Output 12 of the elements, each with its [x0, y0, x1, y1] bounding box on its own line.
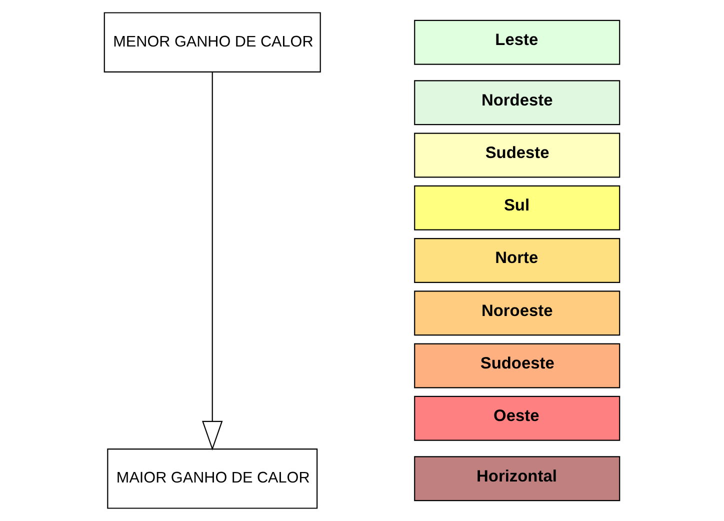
arrow [202, 72, 223, 451]
node-box: Horizontal [414, 456, 620, 502]
node-box: Leste [414, 20, 620, 65]
node-box: Sudoeste [414, 343, 620, 388]
node-box: MENOR GANHO DE CALOR [104, 12, 321, 72]
node-box: Nordeste [414, 80, 620, 126]
node-box: Sudeste [414, 132, 620, 178]
node-box: Norte [414, 238, 620, 283]
node-box: Sul [414, 185, 620, 230]
node-box: MAIOR GANHO DE CALOR [107, 448, 318, 509]
node-box: Oeste [414, 396, 620, 441]
node-box: Noroeste [414, 290, 620, 336]
